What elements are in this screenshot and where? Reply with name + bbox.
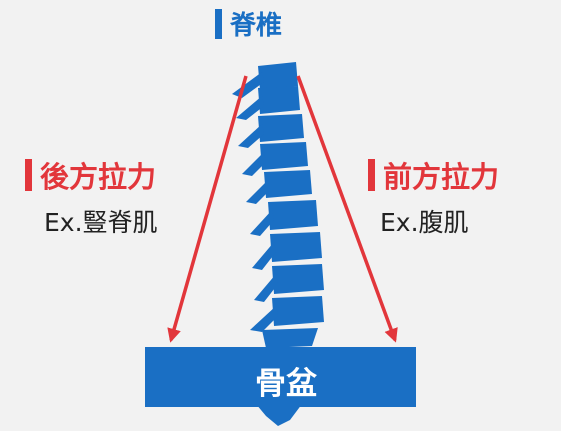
pelvis-block [145, 347, 416, 407]
spine [232, 62, 324, 348]
front-pull-example: Ex.腹肌 [380, 208, 469, 237]
pelvis-label: 骨盆 [255, 366, 317, 402]
vertebra [262, 328, 318, 348]
title-accent-bar [215, 8, 222, 39]
rear-pull-label: 後方拉力 [25, 154, 156, 196]
rear-pull-accent-bar [25, 159, 32, 191]
vertebra [236, 86, 300, 120]
vertebra [246, 170, 312, 204]
rear-pull-example: Ex.豎脊肌 [44, 208, 158, 237]
vertebra [238, 114, 304, 148]
vertebra [242, 142, 308, 176]
front-pull-label: 前方拉力 [368, 154, 499, 196]
spine-title-text: 脊椎 [230, 11, 283, 41]
vertebra [250, 200, 318, 236]
front-pull-label-text: 前方拉力 [383, 160, 500, 194]
rear-pull-label-text: 後方拉力 [40, 160, 157, 194]
spine-title: 脊椎 [215, 5, 282, 42]
front-pull-accent-bar [368, 159, 375, 191]
vertebra [254, 264, 324, 302]
vertebra [250, 296, 324, 332]
rear-pull-arrow [167, 75, 248, 343]
vertebra [252, 232, 322, 270]
front-pull-arrow [296, 75, 398, 343]
coccyx [256, 404, 302, 426]
